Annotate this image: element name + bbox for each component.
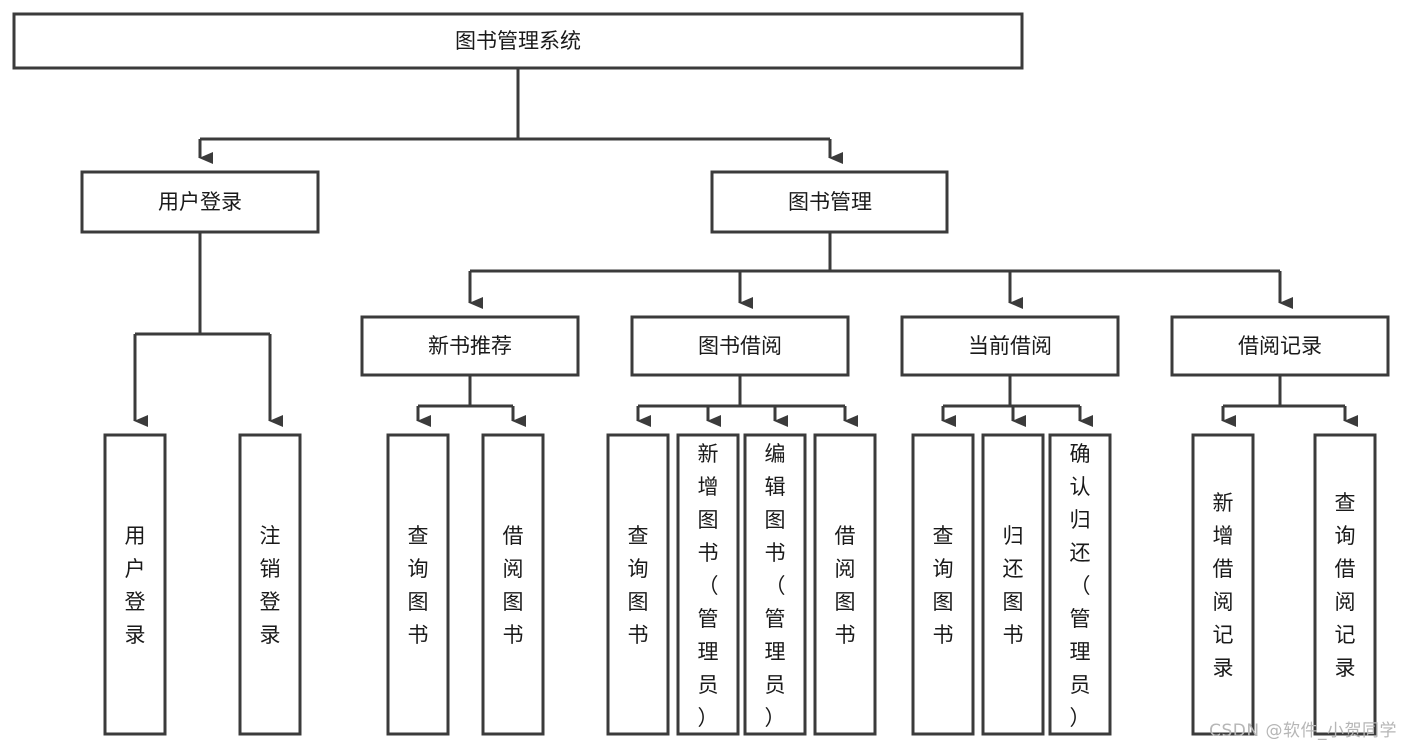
leaf-box-add-book[interactable]: [676, 433, 740, 736]
leaf-box-borrow-book-2[interactable]: [813, 433, 877, 736]
leaf-box-user-login[interactable]: [103, 433, 167, 736]
leaf-box-add-record[interactable]: [1191, 433, 1255, 736]
leaf-label-query-book-3: 查询图书: [933, 524, 954, 647]
leaf-box-return-book[interactable]: [981, 433, 1045, 736]
node-borrow-record[interactable]: 借阅记录: [1170, 315, 1390, 377]
leaf-box-query-book-1[interactable]: [386, 433, 450, 736]
leaf-label-layer: 用户登录 注销登录 查询图书 借阅图书 查询图书 新增图书（管理员） 编辑图书（…: [125, 442, 1356, 730]
leaf-box-query-book-2[interactable]: [606, 433, 670, 736]
leaf-box-borrow-book-1[interactable]: [481, 433, 545, 736]
node-book-mgmt-label: 图书管理: [788, 190, 872, 214]
node-layer: 图书管理系统 用户登录 图书管理 新书推荐 图书借阅: [12, 12, 1390, 736]
node-borrow[interactable]: 图书借阅: [630, 315, 850, 377]
node-user-login-box[interactable]: [80, 170, 320, 234]
node-borrow-record-box[interactable]: [1170, 315, 1390, 377]
node-new-book[interactable]: 新书推荐: [360, 315, 580, 377]
node-user-login-label: 用户登录: [158, 190, 242, 214]
node-borrow-label: 图书借阅: [698, 334, 782, 358]
leaf-label-edit-book: 编辑图书（管理员）: [765, 442, 786, 730]
leaf-box-logout[interactable]: [238, 433, 302, 736]
leaf-label-query-book-1: 查询图书: [408, 524, 429, 647]
leaf-label-logout: 注销登录: [260, 524, 281, 647]
leaf-label-borrow-book-1: 借阅图书: [503, 524, 524, 647]
leaf-box-edit-book[interactable]: [743, 433, 807, 736]
node-root[interactable]: 图书管理系统: [12, 12, 1024, 70]
leaf-label-confirm-return: 确认归还（管理员）: [1070, 442, 1091, 730]
leaf-box-query-book-3[interactable]: [911, 433, 975, 736]
leaf-label-query-book-2: 查询图书: [628, 524, 649, 647]
node-root-box[interactable]: [12, 12, 1024, 70]
leaf-node-layer: [103, 433, 1377, 736]
node-root-label: 图书管理系统: [455, 29, 581, 53]
leaf-label-query-record: 查询借阅记录: [1335, 491, 1356, 680]
leaf-label-add-book: 新增图书（管理员）: [698, 442, 719, 730]
connector-layer: [133, 68, 1358, 427]
node-book-mgmt-box[interactable]: [710, 170, 949, 234]
node-current-borrow[interactable]: 当前借阅: [900, 315, 1120, 377]
node-new-book-box[interactable]: [360, 315, 580, 377]
leaf-box-query-record[interactable]: [1313, 433, 1377, 736]
node-user-login[interactable]: 用户登录: [80, 170, 320, 234]
node-current-borrow-box[interactable]: [900, 315, 1120, 377]
node-borrow-record-label: 借阅记录: [1238, 334, 1322, 358]
leaf-label-borrow-book-2: 借阅图书: [835, 524, 856, 647]
csdn-watermark: CSDN @软件_小贺同学: [1209, 721, 1397, 741]
node-new-book-label: 新书推荐: [428, 334, 512, 358]
leaf-box-confirm-return[interactable]: [1048, 433, 1112, 736]
leaf-label-user-login: 用户登录: [125, 524, 146, 647]
leaf-label-add-record: 新增借阅记录: [1213, 491, 1234, 680]
node-current-borrow-label: 当前借阅: [968, 334, 1052, 358]
leaf-label-return-book: 归还图书: [1003, 524, 1024, 647]
node-borrow-box[interactable]: [630, 315, 850, 377]
node-book-mgmt[interactable]: 图书管理: [710, 170, 949, 234]
